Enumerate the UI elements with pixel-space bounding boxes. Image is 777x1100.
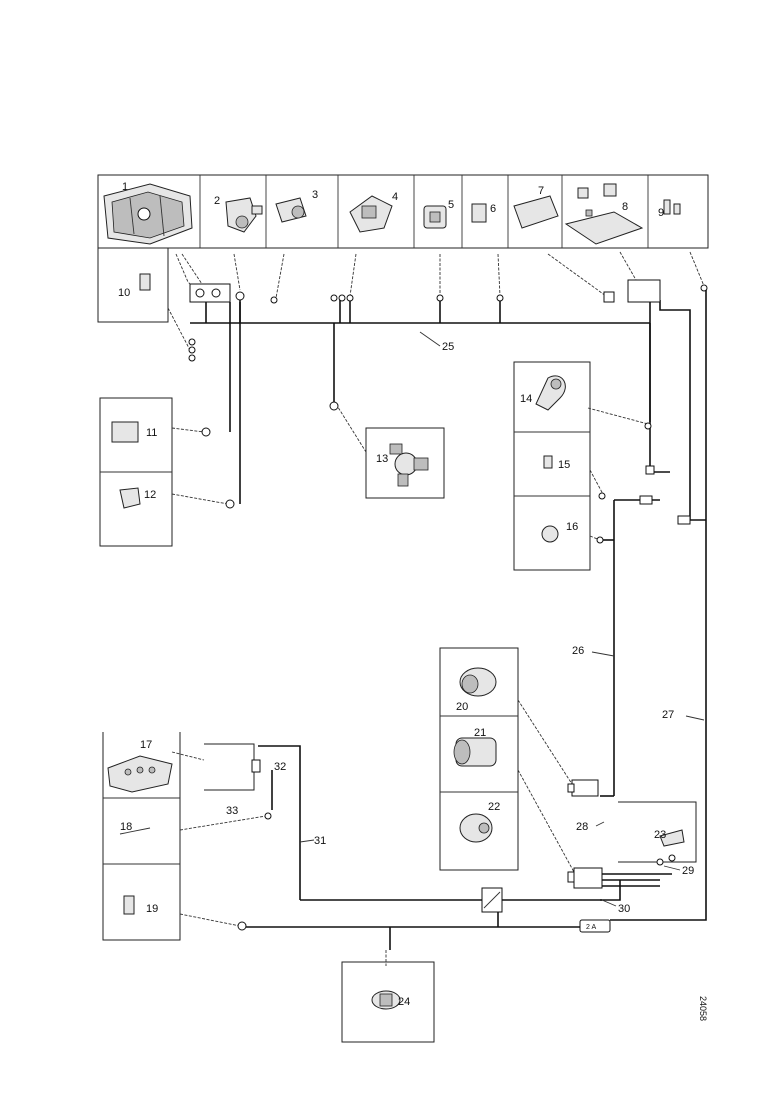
component-8-part bbox=[564, 183, 644, 245]
label-24: 24 bbox=[398, 996, 410, 1008]
component-2-part bbox=[225, 197, 263, 233]
label-8: 8 bbox=[622, 201, 628, 213]
component-23-part bbox=[659, 829, 685, 847]
component-1-part bbox=[103, 183, 193, 245]
label-5: 5 bbox=[448, 199, 454, 211]
label-13: 13 bbox=[376, 453, 388, 465]
label-15: 15 bbox=[558, 459, 570, 471]
label-22: 22 bbox=[488, 801, 500, 813]
right-box-14-15-16 bbox=[513, 361, 591, 571]
label-23: 23 bbox=[654, 829, 666, 841]
top-component-row bbox=[97, 174, 709, 249]
fuse-label: 2 A bbox=[586, 924, 596, 931]
label-16: 16 bbox=[566, 521, 578, 533]
label-9: 9 bbox=[658, 207, 664, 219]
component-6-part bbox=[471, 203, 487, 223]
label-19: 19 bbox=[146, 903, 158, 915]
harness-labels: 25 26 27 28 29 30 31 32 33 bbox=[226, 331, 705, 915]
label-2: 2 bbox=[214, 195, 220, 207]
component-10-part bbox=[139, 273, 151, 291]
label-11: 11 bbox=[146, 427, 157, 439]
harness-label-27: 27 bbox=[662, 709, 674, 721]
component-5-part bbox=[423, 205, 447, 229]
harness-label-30: 30 bbox=[618, 903, 630, 915]
component-4-part bbox=[349, 195, 393, 233]
label-17: 17 bbox=[140, 739, 152, 751]
harness-label-32: 32 bbox=[274, 761, 286, 773]
component-9-part bbox=[663, 199, 681, 215]
harness-label-33: 33 bbox=[226, 805, 238, 817]
label-10: 10 bbox=[118, 287, 130, 299]
label-7: 7 bbox=[538, 185, 544, 197]
label-1: 1 bbox=[122, 181, 128, 193]
harness-label-25: 25 bbox=[442, 341, 454, 353]
label-18: 18 bbox=[120, 821, 132, 833]
middle-box-20-21-22 bbox=[439, 647, 519, 871]
fuse-2a: 2 A bbox=[579, 919, 611, 933]
harness-wires bbox=[190, 290, 707, 950]
label-14: 14 bbox=[520, 393, 532, 405]
harness-label-29: 29 bbox=[682, 865, 694, 877]
connector-plugs bbox=[188, 279, 708, 931]
component-10-box bbox=[97, 248, 169, 323]
harness-label-28: 28 bbox=[576, 821, 588, 833]
label-4: 4 bbox=[392, 191, 398, 203]
harness-label-31: 31 bbox=[314, 835, 326, 847]
connector-32 bbox=[251, 759, 261, 773]
harness-label-26: 26 bbox=[572, 645, 584, 657]
box-24 bbox=[341, 961, 435, 1043]
component-7-part bbox=[513, 195, 559, 229]
figure-code: 24058 bbox=[698, 996, 708, 1021]
relay-box-32 bbox=[204, 743, 255, 791]
label-20: 20 bbox=[456, 701, 468, 713]
box-13 bbox=[365, 427, 445, 499]
label-12: 12 bbox=[144, 489, 156, 501]
component-3-part bbox=[275, 197, 307, 223]
label-3: 3 bbox=[312, 189, 318, 201]
label-6: 6 bbox=[490, 203, 496, 215]
left-box-11-12 bbox=[99, 397, 173, 547]
lower-left-box-17-18-19 bbox=[102, 732, 181, 941]
component-labels: 1 2 3 4 5 6 7 8 9 10 11 12 13 14 15 16 1… bbox=[118, 181, 666, 1008]
label-21: 21 bbox=[474, 727, 486, 739]
leader-lines bbox=[167, 251, 705, 966]
